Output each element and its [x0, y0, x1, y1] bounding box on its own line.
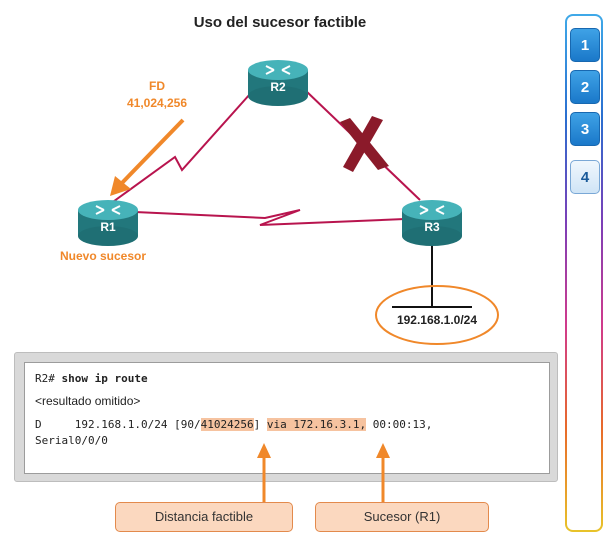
link-r1-r2 — [109, 93, 251, 205]
topology-diagram — [109, 89, 499, 345]
cli-output: R2# show ip route <resultado omitido> D … — [24, 362, 550, 474]
router-r2: R2 — [246, 56, 310, 108]
router-label-r1: R1 — [100, 220, 116, 234]
fd-label-value: 41,024,256 — [126, 96, 188, 110]
router-r3: R3 — [400, 196, 464, 248]
cli-panel: R2# show ip route <resultado omitido> D … — [14, 352, 558, 482]
route-bracket: ] — [253, 418, 261, 431]
nav-step-3[interactable]: 3 — [570, 112, 600, 146]
cli-command-line: R2# show ip route — [35, 371, 539, 387]
nav-step-2[interactable]: 2 — [570, 70, 600, 104]
callout-arrows — [257, 443, 390, 502]
route-code: D — [35, 418, 42, 431]
fd-arrow-head — [110, 176, 131, 196]
route-fd-highlight: 41024256 — [200, 418, 254, 431]
router-label-r2: R2 — [270, 80, 286, 94]
router-icon — [78, 200, 138, 246]
router-icon — [248, 60, 308, 106]
fd-arrow — [118, 118, 185, 187]
cli-command: show ip route — [61, 372, 148, 385]
fd-callout-arrow-head — [257, 443, 271, 458]
router-label-r3: R3 — [424, 220, 440, 234]
nav-step-4[interactable]: 4 — [570, 160, 600, 194]
successor-label: Nuevo sucesor — [60, 249, 147, 263]
cli-route-line: D 192.168.1.0/24 [90/41024256] via 172.1… — [35, 417, 539, 433]
step-navigation: 1 2 3 4 — [565, 14, 603, 532]
link-r1-r3 — [134, 209, 406, 226]
route-via-highlight: via 172.16.3.1, — [266, 418, 367, 431]
cli-omitted: <resultado omitido> — [35, 394, 141, 408]
network-label: 192.168.1.0/24 — [396, 313, 478, 327]
link-failure-icon — [340, 116, 389, 172]
succ-callout-arrow-head — [376, 443, 390, 458]
callout-successor: Sucesor (R1) — [315, 502, 489, 532]
nav-step-1[interactable]: 1 — [570, 28, 600, 62]
route-time: 00:00:13, — [372, 418, 433, 431]
callout-feasible-distance: Distancia factible — [115, 502, 293, 532]
fd-label: FD 41,024,256 — [112, 78, 202, 112]
cli-route-iface: Serial0/0/0 — [35, 434, 108, 447]
cli-prompt: R2# — [35, 372, 55, 385]
router-icon — [402, 200, 462, 246]
route-prefix: 192.168.1.0/24 [90/ — [74, 418, 201, 431]
router-r1: R1 — [76, 196, 140, 248]
network-ellipse — [375, 285, 499, 345]
diagram-title: Uso del sucesor factible — [193, 14, 367, 31]
fd-label-title: FD — [149, 79, 165, 93]
